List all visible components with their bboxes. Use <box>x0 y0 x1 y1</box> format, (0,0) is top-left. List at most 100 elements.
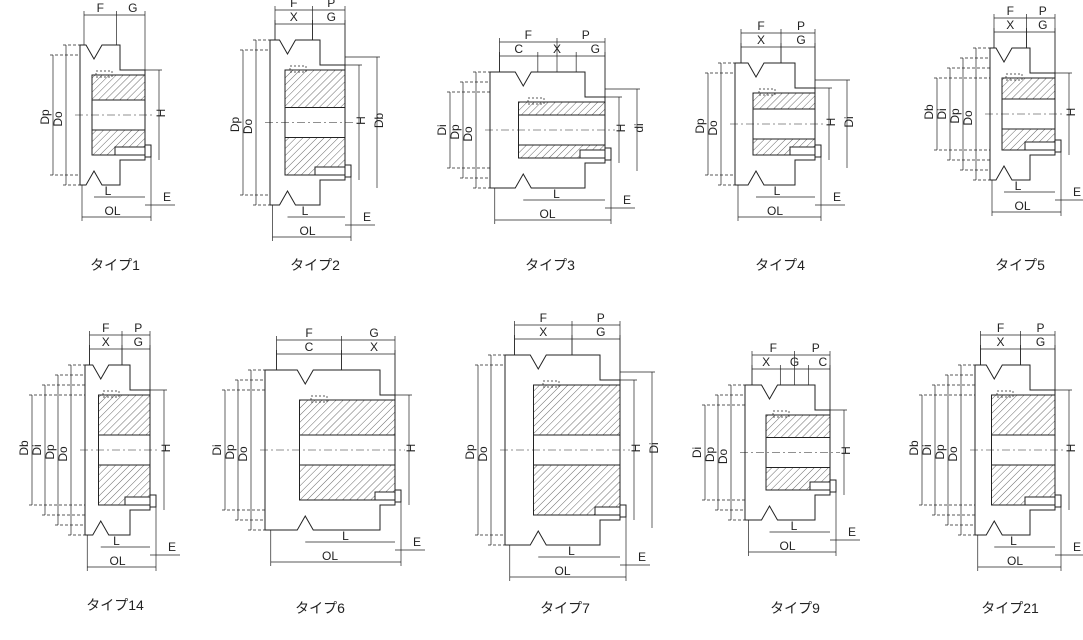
pulley-body <box>500 354 630 546</box>
dim-label-g: G <box>790 355 799 369</box>
dim-label-g: G <box>128 1 137 15</box>
dim-label-e: E <box>168 540 176 554</box>
dim-label-ol: OL <box>539 207 555 221</box>
pulley-body <box>985 47 1065 181</box>
dim-label-f: F <box>290 0 297 10</box>
dim-label-h: H <box>824 118 838 127</box>
dim-label-g: G <box>369 326 378 340</box>
dim-label-f: F <box>770 341 777 355</box>
type-caption: タイプ2 <box>290 257 340 273</box>
set-screw-head <box>814 144 822 158</box>
dim-label-ol: OL <box>1014 199 1030 213</box>
dim-label-p: P <box>582 28 590 42</box>
left-dimensions <box>222 336 425 566</box>
dim-label-g: G <box>1036 335 1045 349</box>
dim-label-ol: OL <box>322 549 338 563</box>
dim-label-c: C <box>305 340 314 354</box>
dim-label-x: X <box>290 10 298 24</box>
dim-label-e: E <box>623 193 631 207</box>
set-screw-head <box>149 494 157 508</box>
dim-label-e: E <box>363 210 371 224</box>
pulley-body <box>260 369 405 531</box>
dim-label-h: H <box>629 444 643 453</box>
set-screw-head <box>619 504 627 518</box>
left-dimensions <box>240 6 380 241</box>
dim-label-g: G <box>796 33 805 47</box>
pulley-body <box>730 62 825 186</box>
set-screw-head <box>394 489 402 503</box>
dim-label-dp: Dp <box>38 109 52 125</box>
dim-label-l: L <box>113 534 120 548</box>
dim-label-p: P <box>597 311 605 325</box>
dim-label-dp: Dp <box>43 444 57 460</box>
dim-label-db: Db <box>907 440 921 456</box>
dim-label-x: X <box>539 325 547 339</box>
dim-label-dp: Dp <box>703 447 717 463</box>
dim-label-x: X <box>757 33 765 47</box>
dim-label-do: Do <box>236 446 250 462</box>
dim-label-ol: OL <box>767 204 783 218</box>
set-screw-head <box>344 164 352 178</box>
dim-label-di: Di <box>920 444 934 455</box>
dim-label-dp: Dp <box>448 124 462 140</box>
dim-label-p: P <box>812 341 820 355</box>
dim-label-f: F <box>1007 4 1014 18</box>
dim-label-ol: OL <box>109 554 125 568</box>
dim-label-c: C <box>514 42 523 56</box>
dim-label-x: X <box>1006 18 1014 32</box>
key-hidden <box>542 380 560 388</box>
dim-label-e: E <box>413 535 421 549</box>
key-hidden <box>289 65 307 73</box>
dim-label-h: H <box>159 444 173 453</box>
dim-label-f: F <box>997 321 1004 335</box>
dim-label-h: H <box>354 116 368 125</box>
dim-label-e: E <box>1073 185 1081 199</box>
left-dimensions <box>934 14 1083 216</box>
dim-label-dp: Dp <box>933 444 947 460</box>
dim-label-e: E <box>1073 540 1081 554</box>
key-hidden <box>996 390 1014 398</box>
dim-label-dp: Dp <box>463 444 477 460</box>
dim-label-e: E <box>833 190 841 204</box>
dim-label-x: X <box>762 355 770 369</box>
dim-label-x: X <box>370 340 378 354</box>
dim-label-p: P <box>1039 4 1047 18</box>
left-dimensions <box>919 331 1083 571</box>
pulley-body <box>970 364 1065 536</box>
dim-label-e: E <box>638 550 646 564</box>
dim-label-l: L <box>791 519 798 533</box>
dim-label-di: Di <box>435 124 449 135</box>
dim-label-db: Db <box>922 104 936 120</box>
type-caption: タイプ4 <box>755 257 805 273</box>
dim-label-ol: OL <box>104 204 120 218</box>
dim-label-h: H <box>614 124 628 133</box>
type-caption: タイプ14 <box>86 597 144 613</box>
dim-label-f: F <box>540 311 547 325</box>
dim-label-c: C <box>818 355 827 369</box>
dim-label-do: Do <box>706 120 720 136</box>
dim-label-l: L <box>1010 534 1017 548</box>
dim-label-di: Di <box>30 444 44 455</box>
dim-label-do: Do <box>476 446 490 462</box>
dim-label-l: L <box>568 544 575 558</box>
left-dimensions <box>50 11 175 221</box>
left-dimensions <box>29 331 180 571</box>
left-dimensions <box>447 38 640 224</box>
dim-label-f: F <box>757 19 764 33</box>
key-hidden <box>102 390 120 398</box>
dim-label-do: Do <box>51 111 65 127</box>
dim-label-do: Do <box>716 449 730 465</box>
dim-label-x: X <box>102 335 110 349</box>
